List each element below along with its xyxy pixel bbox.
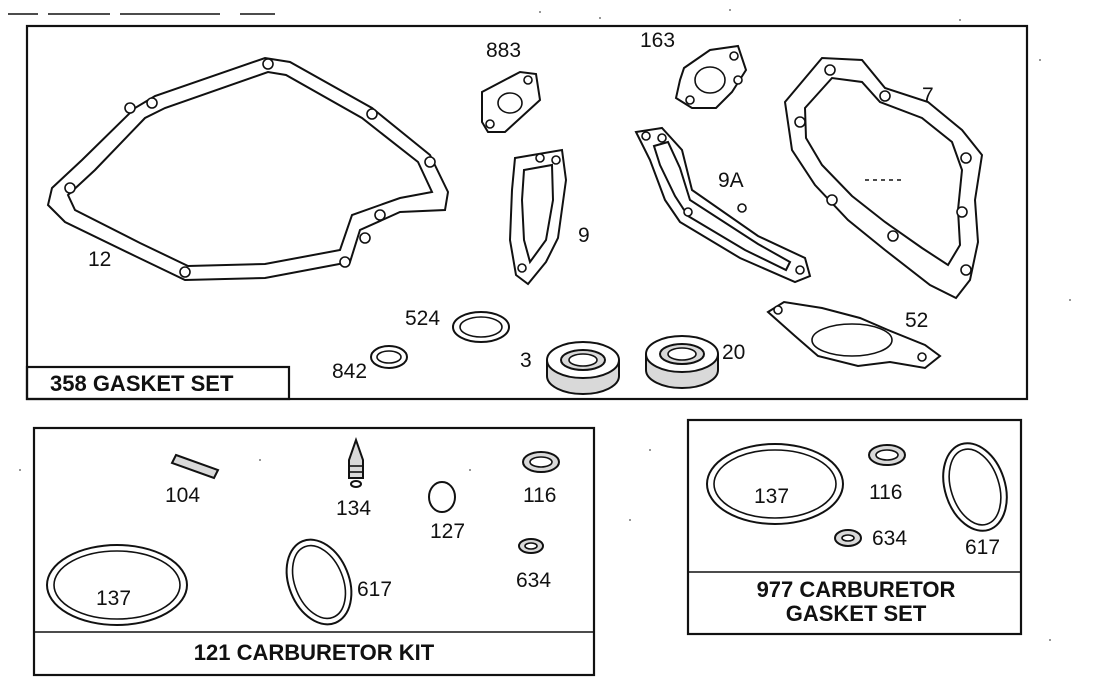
crankcase-gasket-12 — [46, 56, 450, 282]
head-gasket-7 — [783, 56, 984, 300]
label-part-7: 7 — [922, 84, 934, 107]
carb-gasket-set-title-line1: 977 CARBURETOR — [757, 577, 956, 602]
ring-137-b — [706, 443, 844, 525]
gasket-883 — [481, 70, 542, 133]
carb-kit-frame — [32, 426, 596, 677]
gasket-set-title: 358 GASKET SET — [50, 371, 234, 396]
ring-842 — [370, 345, 408, 369]
washer-116-b — [868, 444, 906, 466]
carb-gasket-set-title-line2: GASKET SET — [786, 601, 927, 626]
gasket-163 — [674, 44, 748, 109]
label-part-104: 104 — [165, 484, 200, 507]
label-part-127: 127 — [430, 520, 465, 543]
needle-134 — [348, 436, 364, 488]
label-part-163: 163 — [640, 29, 675, 52]
washer-116 — [522, 451, 560, 473]
washer-634 — [518, 538, 544, 554]
label-part-842: 842 — [332, 360, 367, 383]
label-part-9: 9 — [578, 224, 590, 247]
ring-137 — [46, 544, 188, 626]
gasket-set-title-box — [25, 365, 291, 401]
gasket-set-panel: 358 GASKET SET 12 883 — [25, 24, 1029, 401]
carb-kit-title: 121 CARBURETOR KIT — [194, 640, 435, 665]
carb-gasket-set-frame — [686, 418, 1023, 636]
label-part-12: 12 — [88, 248, 111, 271]
oil-seal-20 — [645, 335, 719, 389]
label-part-137: 137 — [96, 587, 131, 610]
label-part-883: 883 — [486, 39, 521, 62]
ring-617 — [285, 538, 353, 626]
label-part-634: 634 — [516, 569, 551, 592]
label-part-617: 617 — [357, 578, 392, 601]
label-part-20: 20 — [722, 341, 745, 364]
washer-634-b — [834, 529, 862, 547]
label-part-524: 524 — [405, 307, 440, 330]
label-part-137-b: 137 — [754, 485, 789, 508]
part-127 — [428, 481, 456, 513]
label-part-116-b: 116 — [869, 481, 902, 504]
label-part-3: 3 — [520, 349, 532, 372]
carb-kit-panel: 121 CARBURETOR KIT 104 134 127 116 — [32, 426, 596, 677]
gasket-9 — [508, 148, 568, 286]
pin-104 — [170, 453, 220, 480]
label-part-617-b: 617 — [965, 536, 1000, 559]
ring-617-b — [942, 442, 1008, 532]
gasket-9a — [634, 126, 812, 284]
oil-seal-3 — [546, 341, 620, 395]
gasket-52 — [766, 300, 942, 370]
label-part-634-b: 634 — [872, 527, 907, 550]
gasket-set-frame — [25, 24, 1029, 401]
scan-artifacts — [8, 9, 1071, 641]
label-part-52: 52 — [905, 309, 928, 332]
label-part-134: 134 — [336, 497, 371, 520]
label-part-116: 116 — [523, 484, 556, 507]
o-ring-524 — [452, 311, 510, 343]
carb-gasket-set-panel: 977 CARBURETOR GASKET SET 137 116 634 61… — [686, 418, 1023, 636]
label-part-9a: 9A — [718, 169, 744, 192]
